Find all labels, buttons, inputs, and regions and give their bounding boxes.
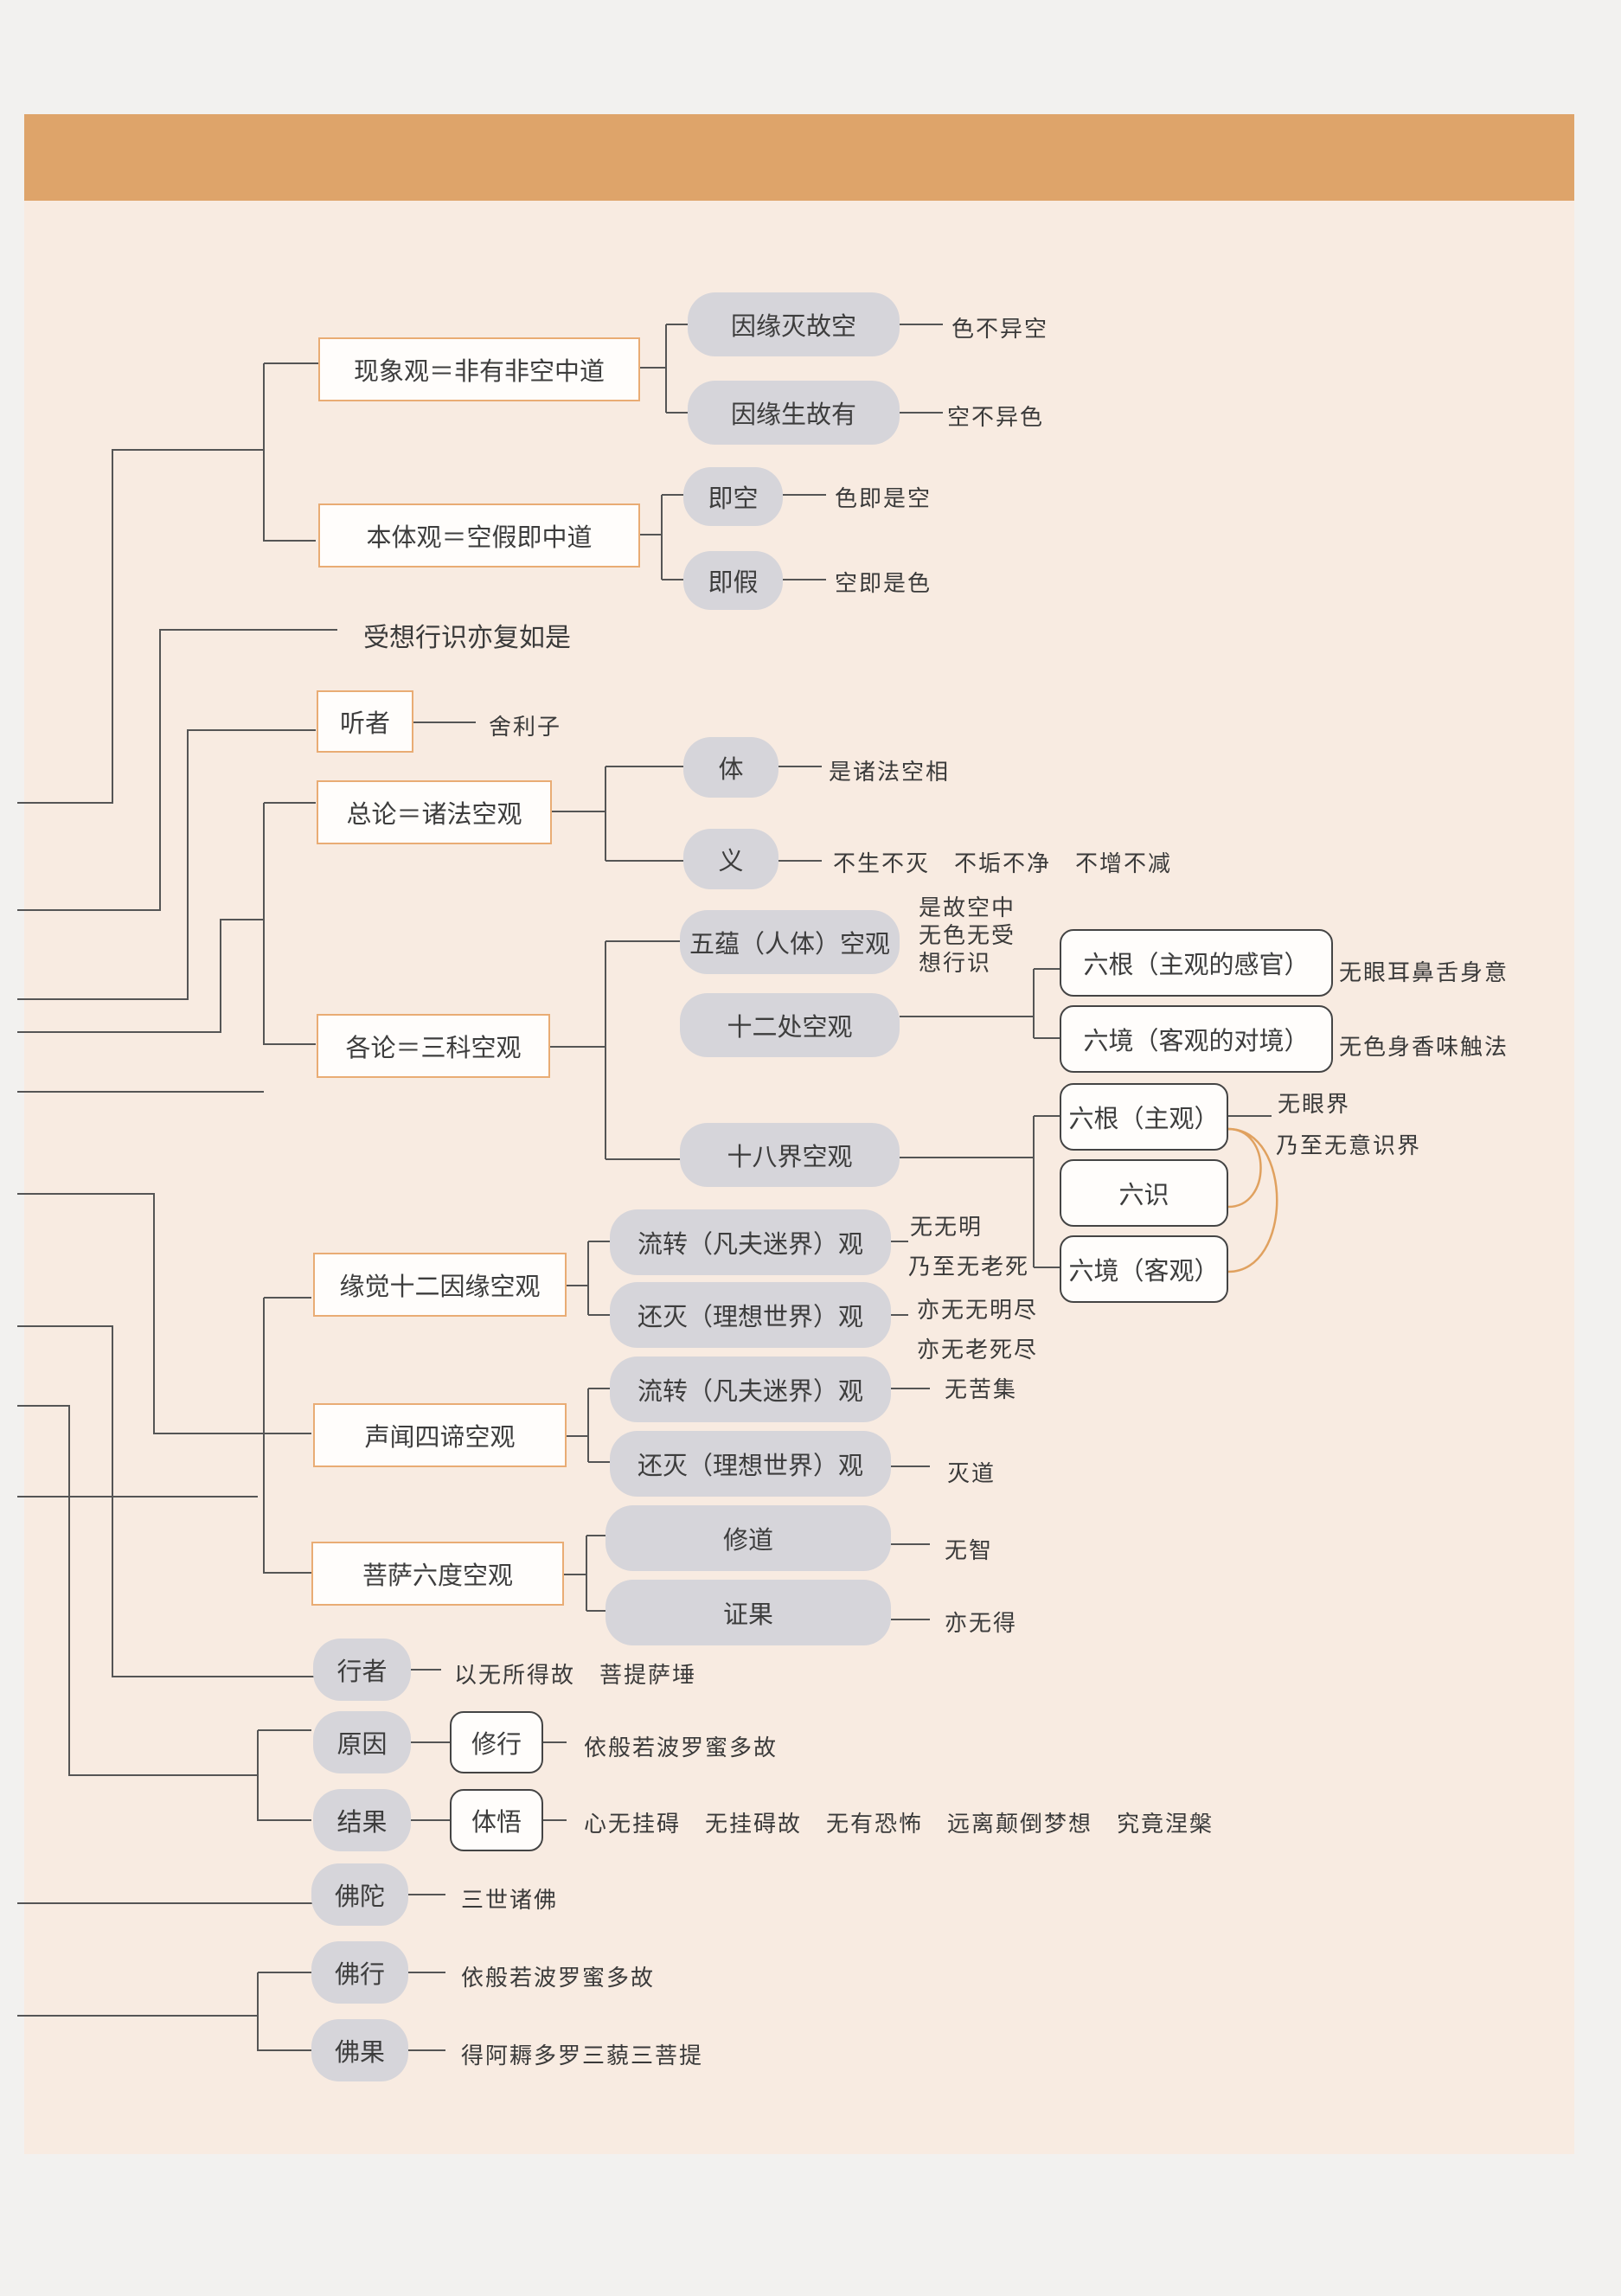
node-empty: 即空: [683, 467, 783, 526]
node-six-objects-objective: 六境（客观）: [1060, 1235, 1228, 1303]
label-no-wisdom: 无智: [945, 1538, 994, 1564]
label-no-eye-ear: 无眼耳鼻舌身意: [1339, 960, 1509, 986]
label-up-to-no-aging-death: 乃至无老死: [908, 1254, 1030, 1280]
label-form-is-emptiness: 色即是空: [835, 486, 932, 512]
node-six-consciousnesses: 六识: [1060, 1159, 1228, 1227]
label-line-2: 无色无受: [919, 923, 1016, 949]
label-nothing-to-attain: 以无所得故 菩提萨埵: [454, 1663, 697, 1689]
label-all-dharmas-empty: 是诸法空相: [829, 760, 951, 786]
label-mind-without-hindrance: 心无挂碍 无挂碍故 无有恐怖 远离颠倒梦想 究竟涅槃: [584, 1812, 1214, 1837]
text-feeling-thought: 受想行识亦复如是: [363, 623, 571, 653]
node-dependent-cessation: 因缘灭故空: [688, 292, 900, 356]
label-rely-on-prajna-2: 依般若波罗蜜多故: [461, 1966, 656, 1991]
node-attainment: 证果: [605, 1580, 891, 1645]
label-rely-on-prajna-1: 依般若波罗蜜多故: [584, 1735, 778, 1761]
node-cause: 原因: [313, 1711, 411, 1773]
node-essence: 体: [683, 737, 778, 798]
node-provisional: 即假: [683, 551, 783, 610]
label-shariputra: 舍利子: [489, 715, 562, 741]
node-five-aggregates: 五蕴（人体）空观: [680, 910, 900, 974]
node-buddha-fruit: 佛果: [311, 2019, 408, 2081]
label-no-ignorance: 无无明: [910, 1215, 983, 1241]
node-practice-path: 修道: [605, 1505, 891, 1571]
node-phenomenon-view: 现象观＝非有非空中道: [318, 337, 640, 401]
node-specific-theory: 各论＝三科空观: [317, 1014, 550, 1078]
label-anuttara-samyak-sambodhi: 得阿耨多罗三藐三菩提: [461, 2043, 704, 2069]
node-essence-view: 本体观＝空假即中道: [318, 503, 640, 568]
label-no-end-of-aging-death: 亦无老死尽: [917, 1337, 1039, 1363]
label-line-1: 是故空中: [919, 895, 1016, 921]
node-eighteen-elements: 十八界空观: [680, 1123, 900, 1187]
node-extinction-view-1: 还灭（理想世界）观: [610, 1282, 891, 1348]
label-form-not-different: 色不异空: [951, 317, 1049, 343]
node-dependent-arising: 因缘生故有: [688, 381, 900, 445]
node-bodhisattva: 菩萨六度空观: [311, 1542, 564, 1606]
node-cultivation: 修行: [450, 1711, 543, 1773]
label-line-3: 想行识: [919, 951, 992, 977]
node-buddha-practice: 佛行: [311, 1941, 408, 2004]
node-extinction-view-2: 还灭（理想世界）观: [610, 1431, 891, 1497]
label-no-suffering-origin: 无苦集: [945, 1377, 1018, 1403]
label-therefore-in-emptiness: 是故空中 无色无受 想行识: [919, 895, 1016, 978]
header-band: [24, 114, 1574, 201]
label-emptiness-not-different: 空不异色: [947, 405, 1045, 431]
label-neither-arise-nor-cease: 不生不灭 不垢不净 不增不减: [833, 851, 1173, 877]
node-result: 结果: [313, 1789, 411, 1851]
node-listener: 听者: [317, 690, 413, 753]
label-no-eye-realm: 无眼界: [1278, 1092, 1351, 1118]
label-emptiness-is-form: 空即是色: [835, 571, 932, 597]
label-buddhas-three-times: 三世诸佛: [461, 1888, 559, 1914]
node-pratyekabuddha: 缘觉十二因缘空观: [313, 1253, 567, 1317]
label-no-form-sound: 无色身香味触法: [1339, 1035, 1509, 1061]
label-up-to-no-mind-realm: 乃至无意识界: [1276, 1133, 1422, 1159]
label-no-attainment: 亦无得: [945, 1611, 1018, 1637]
node-cycle-view-1: 流转（凡夫迷界）观: [610, 1209, 891, 1275]
node-six-objects-external: 六境（客观的对境）: [1060, 1005, 1333, 1073]
node-twelve-bases: 十二处空观: [680, 993, 900, 1057]
node-practitioner: 行者: [313, 1639, 411, 1701]
label-no-end-of-ignorance: 亦无无明尽: [917, 1298, 1039, 1324]
node-meaning: 义: [683, 829, 778, 889]
label-cessation-path: 灭道: [947, 1461, 996, 1487]
node-cycle-view-2: 流转（凡夫迷界）观: [610, 1356, 891, 1422]
node-sravaka: 声闻四谛空观: [313, 1403, 567, 1467]
node-realization: 体悟: [450, 1789, 543, 1851]
node-six-roots-senses: 六根（主观的感官）: [1060, 929, 1333, 997]
node-six-roots-subjective: 六根（主观）: [1060, 1083, 1228, 1151]
node-buddha: 佛陀: [311, 1863, 408, 1926]
node-general-theory: 总论＝诸法空观: [317, 780, 552, 844]
